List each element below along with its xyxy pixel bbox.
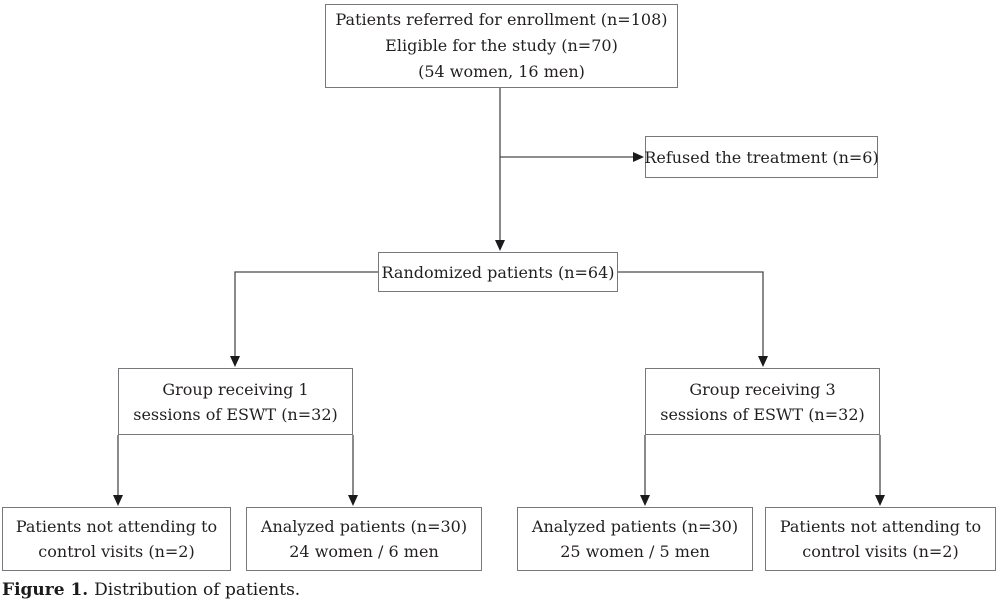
arrow-down-icon: [495, 240, 505, 251]
arrow-down-icon: [875, 495, 885, 506]
node-dropout-right: Patients not attending to control visits…: [765, 507, 996, 571]
node-text-line: Patients not attending to: [15, 517, 218, 536]
node-refused-treatment: Refused the treatment (n=6): [644, 136, 879, 178]
node-analyzed-right: Analyzed patients (n=30) 25 women / 5 me…: [517, 507, 753, 571]
node-randomized: Randomized patients (n=64): [378, 252, 618, 292]
node-text-line: (54 women, 16 men): [418, 62, 585, 81]
node-text-line: Analyzed patients (n=30): [531, 517, 739, 536]
node-group-3-sessions: Group receiving 3 sessions of ESWT (n=32…: [645, 368, 880, 435]
arrow-down-icon: [113, 495, 123, 506]
node-text-line: Analyzed patients (n=30): [260, 517, 468, 536]
node-text-line: Randomized patients (n=64): [381, 262, 615, 282]
figure-caption: Figure 1.Distribution of patients.: [2, 579, 300, 601]
node-enrollment: Patients referred for enrollment (n=108)…: [325, 4, 678, 88]
node-text-line: Group receiving 3: [689, 379, 836, 399]
arrow-down-icon: [348, 495, 358, 506]
node-text-line: Patients referred for enrollment (n=108): [335, 10, 668, 29]
node-text-line: sessions of ESWT (n=32): [660, 404, 865, 424]
node-text-line: Refused the treatment (n=6): [644, 147, 879, 167]
figure-caption-label: Figure 1.: [2, 580, 89, 600]
node-text-line: sessions of ESWT (n=32): [133, 404, 338, 424]
node-text-line: 24 women / 6 men: [289, 542, 439, 561]
node-dropout-left: Patients not attending to control visits…: [2, 507, 231, 571]
node-group-1-session: Group receiving 1 sessions of ESWT (n=32…: [118, 368, 353, 435]
node-text-line: control visits (n=2): [802, 542, 959, 561]
node-text-line: Eligible for the study (n=70): [385, 36, 618, 55]
arrow-down-icon: [230, 356, 240, 367]
node-text-line: 25 women / 5 men: [560, 542, 710, 561]
figure-caption-text: Distribution of patients.: [94, 580, 301, 600]
connector-randomized-group1: [234, 271, 378, 360]
node-analyzed-left: Analyzed patients (n=30) 24 women / 6 me…: [246, 507, 482, 571]
node-text-line: Patients not attending to: [779, 517, 982, 536]
connector-randomized-group3: [618, 271, 764, 360]
arrow-down-icon: [758, 356, 768, 367]
node-text-line: control visits (n=2): [38, 542, 195, 561]
arrow-right-icon: [633, 152, 644, 162]
arrow-down-icon: [640, 495, 650, 506]
node-text-line: Group receiving 1: [162, 379, 309, 399]
